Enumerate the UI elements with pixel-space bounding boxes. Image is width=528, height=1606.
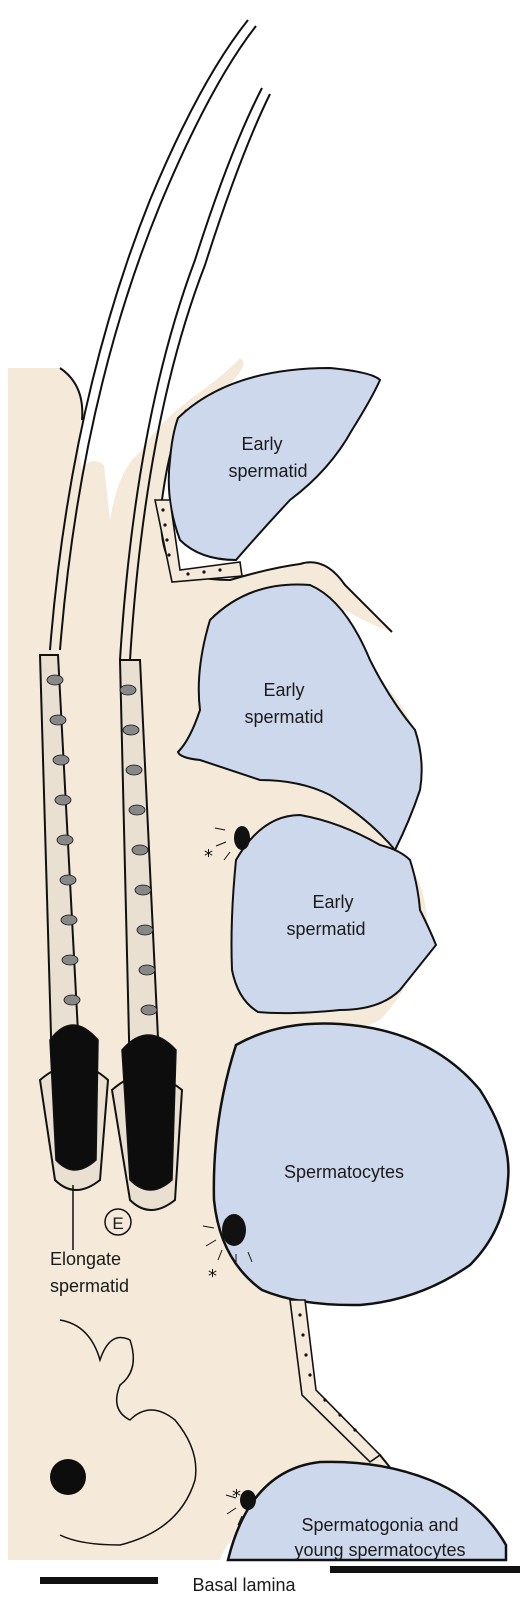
- label-spermatocytes: Spermatocytes: [284, 1162, 404, 1182]
- e-marker: E: [104, 1208, 132, 1236]
- residual-body: [50, 1459, 86, 1495]
- label-early-spermatid-3-line1: Early: [312, 892, 353, 912]
- asterisk-2: *: [208, 1266, 217, 1287]
- label-elongate-spermatid-line1: Elongate: [50, 1249, 121, 1269]
- elongate-spermatid-right: [110, 659, 184, 1211]
- label-early-spermatid-2-line2: spermatid: [244, 707, 323, 727]
- label-spermatogonia-line1: Spermatogonia and: [301, 1515, 458, 1535]
- label-early-spermatid-3-line2: spermatid: [286, 919, 365, 939]
- junction-dots: [161, 508, 357, 1432]
- asterisk-1: *: [204, 846, 213, 867]
- basal-lamina-left: [40, 1577, 158, 1584]
- label-early-spermatid-1-line2: spermatid: [228, 461, 307, 481]
- radiating-lines: [202, 827, 253, 1526]
- label-early-spermatid-2-line1: Early: [263, 680, 304, 700]
- spermatocyte-cell: [212, 1022, 510, 1307]
- basal-lamina-right: [330, 1566, 520, 1573]
- elongate-spermatid-head-right: [121, 1034, 177, 1191]
- label-elongate-spermatid-line2: spermatid: [50, 1276, 129, 1296]
- early-spermatid-cell-2: [176, 583, 423, 852]
- asterisk-3: *: [232, 1486, 241, 1507]
- elongate-spermatid-left: [38, 654, 110, 1191]
- early-spermatid-cell-1: [167, 366, 382, 562]
- early-spermatid-cell-3: [230, 813, 438, 1015]
- label-early-spermatid-1-line1: Early: [241, 434, 282, 454]
- dense-junction-marks: [222, 826, 256, 1510]
- elongate-spermatid-head-left: [49, 1024, 99, 1171]
- svg-text:E: E: [112, 1214, 123, 1233]
- spermatogonia-cell: [226, 1460, 508, 1562]
- residual-structures: [59, 1319, 197, 1546]
- label-basal-lamina: Basal lamina: [192, 1575, 296, 1595]
- flagella: [49, 19, 271, 661]
- label-spermatogonia-line2: young spermatocytes: [294, 1540, 465, 1560]
